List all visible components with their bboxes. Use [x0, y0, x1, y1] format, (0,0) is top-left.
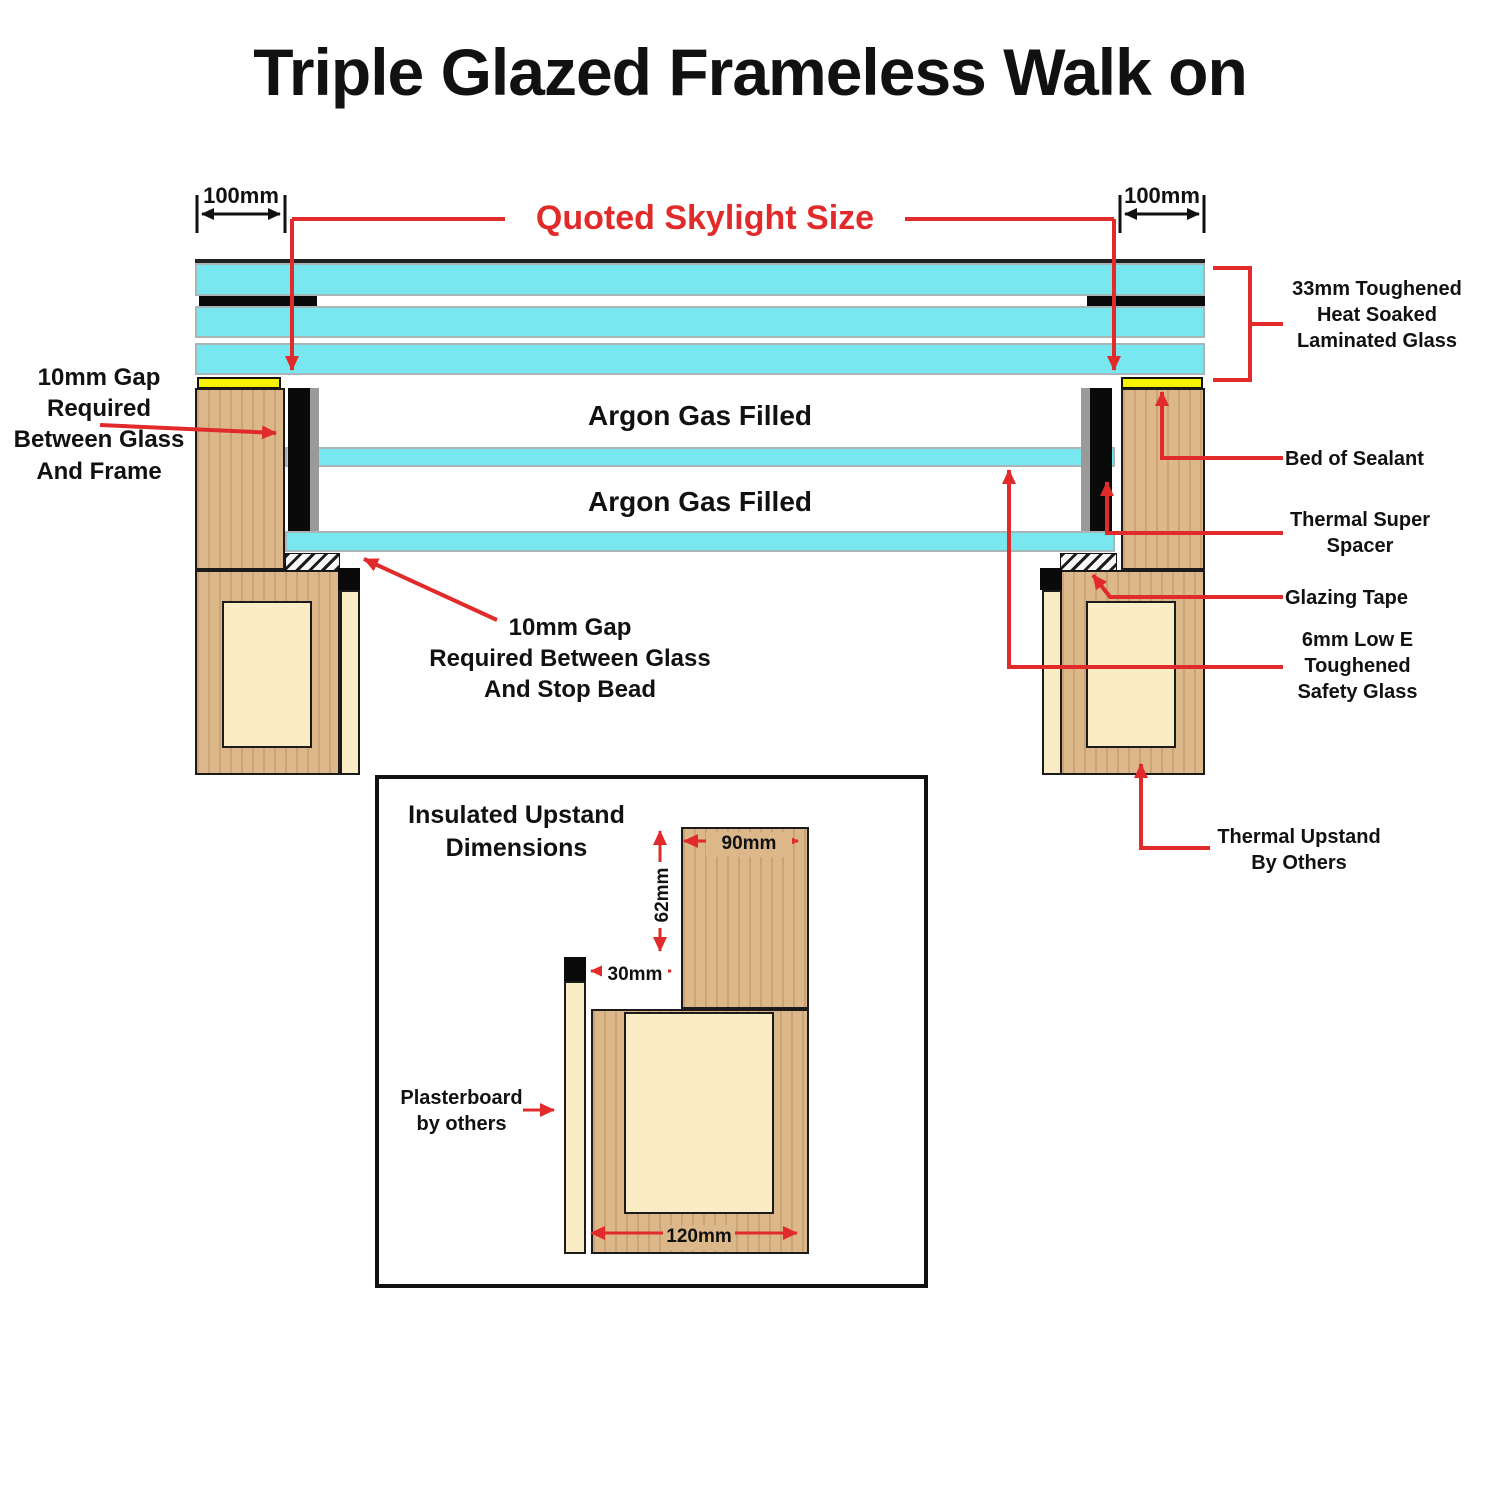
inset-upstand-top-piece [681, 827, 809, 1009]
wood-upstand-right [1121, 388, 1205, 570]
glazing-tape-left [285, 553, 340, 571]
quoted-skylight-size-label: Quoted Skylight Size [505, 196, 905, 241]
glass-ply-top [195, 263, 1205, 296]
thermal-upstand-label: Thermal Upstand By Others [1217, 826, 1381, 874]
thermal-spacer-right [1081, 388, 1090, 531]
stop-bead-right [1040, 568, 1062, 590]
dim-90mm-label: 90mm [706, 832, 792, 857]
dim-120mm-label: 120mm [663, 1225, 735, 1250]
stop-bead-left [338, 568, 360, 590]
inset-plasterboard [564, 981, 586, 1254]
laminated-glass-label: 33mm Toughened Heat Soaked Laminated Gla… [1292, 278, 1462, 352]
gap-stop-bead-arrow [363, 557, 498, 622]
dim-30mm-label: 30mm [602, 963, 668, 988]
interlayer-left [199, 296, 317, 306]
plasterboard-left [340, 590, 360, 775]
glazing-tape-right [1060, 553, 1117, 571]
glass-ply-middle [195, 306, 1205, 338]
edge-seal-left [288, 388, 310, 531]
inset-title: Insulated Upstand Dimensions [408, 801, 625, 862]
plasterboard-label: Plasterboard by others [400, 1087, 523, 1135]
dim-62mm-label: 62mm [651, 862, 677, 928]
page-title: Triple Glazed Frameless Walk on [253, 35, 1248, 109]
argon-gas-top-label: Argon Gas Filled [587, 400, 813, 431]
insulation-panel-left [222, 601, 312, 748]
interlayer-right [1087, 296, 1205, 306]
glass-ply-bottom [195, 343, 1205, 375]
dimension-100mm-right: 100mm [1124, 183, 1200, 208]
wood-upstand-left [195, 388, 285, 570]
argon-gas-bottom-label: Argon Gas Filled [587, 486, 813, 517]
insulation-panel-right [1086, 601, 1176, 748]
glazing-tape-label: Glazing Tape [1285, 587, 1408, 609]
laminated-glass-bracket [1213, 266, 1283, 382]
edge-seal-right [1090, 388, 1112, 531]
dimension-100mm-left: 100mm [203, 183, 279, 208]
glass-pane-middle-lowE [285, 447, 1115, 467]
thermal-spacer-left [310, 388, 319, 531]
bed-of-sealant-label: Bed of Sealant [1285, 448, 1424, 470]
gap-frame-label: 10mm Gap Required Between Glass And Fram… [13, 364, 185, 485]
plasterboard-right [1042, 590, 1062, 775]
thermal-upstand-arrow [1134, 763, 1210, 850]
insulated-upstand-inset: Insulated Upstand Dimensions 90mm 62mm 3… [375, 775, 928, 1288]
glass-top-edge [195, 259, 1205, 263]
thermal-super-spacer-label: Thermal Super Spacer [1289, 509, 1431, 557]
inset-stop-bead [564, 957, 586, 981]
gap-stop-bead-label: 10mm Gap Required Between Glass And Stop… [429, 614, 711, 704]
inset-insulation-panel [624, 1012, 774, 1214]
low-e-glass-label: 6mm Low E Toughened Safety Glass [1297, 629, 1418, 703]
glass-pane-bottom [285, 531, 1115, 552]
